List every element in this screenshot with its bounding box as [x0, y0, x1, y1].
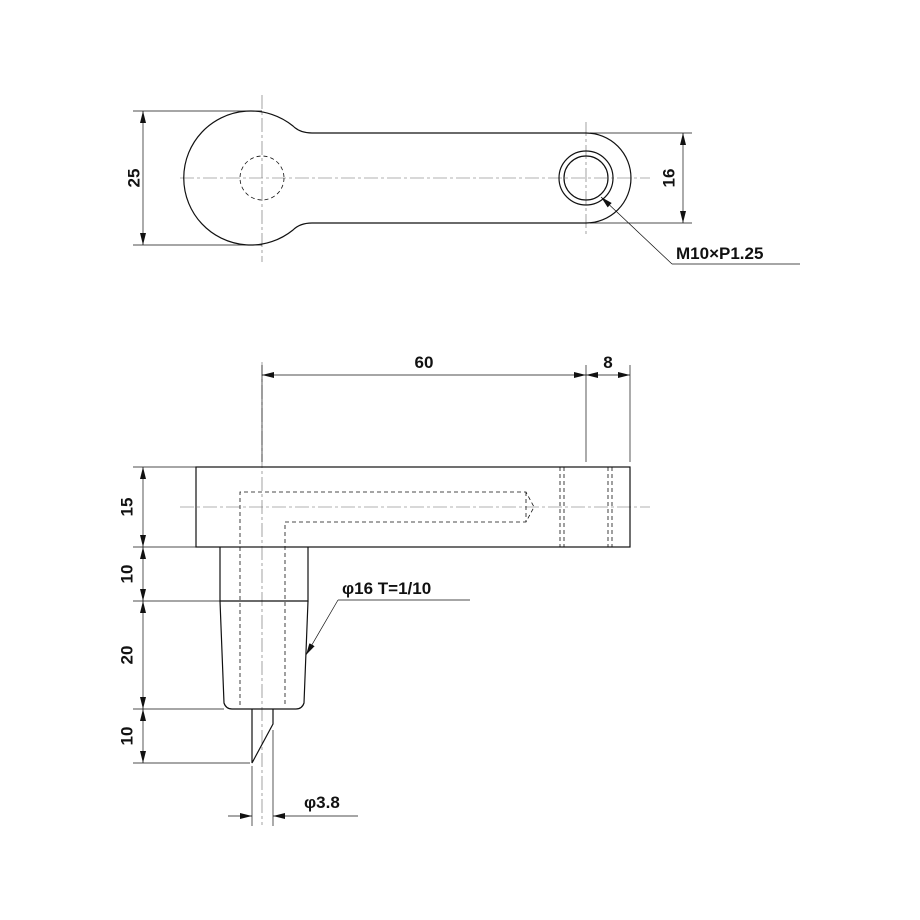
thread-leader-line: [600, 196, 673, 265]
front-tip: [251, 709, 274, 764]
front-taper: [219, 600, 309, 710]
dim-15-text: 15: [117, 498, 136, 517]
taper-leader-line: [305, 599, 339, 656]
tip-dia-text: φ3.8: [304, 793, 340, 812]
front-arm-body: [195, 466, 631, 548]
front-hidden-passage: [239, 491, 535, 705]
taper-note-text: φ16 T=1/10: [342, 579, 431, 598]
front-view: 60 8 15 10 20 10 φ16 T=1/10 φ3.8: [117, 353, 650, 826]
thread-hole-outer: [558, 150, 614, 206]
top-hidden-bore: [239, 155, 285, 201]
dim-10-tip-text: 10: [117, 727, 136, 746]
dim-8-text: 8: [603, 353, 612, 372]
dim-10-neck-text: 10: [117, 565, 136, 584]
thread-hole-inner: [563, 155, 609, 201]
dim-20-text: 20: [117, 646, 136, 665]
thread-note-text: M10×P1.25: [676, 244, 763, 263]
dim-25-text: 25: [124, 169, 143, 188]
top-view: 25 16 M10×P1.25: [124, 95, 800, 265]
dim-16-text: 16: [659, 169, 678, 188]
dim-60-text: 60: [415, 353, 434, 372]
front-neck: [219, 547, 309, 602]
